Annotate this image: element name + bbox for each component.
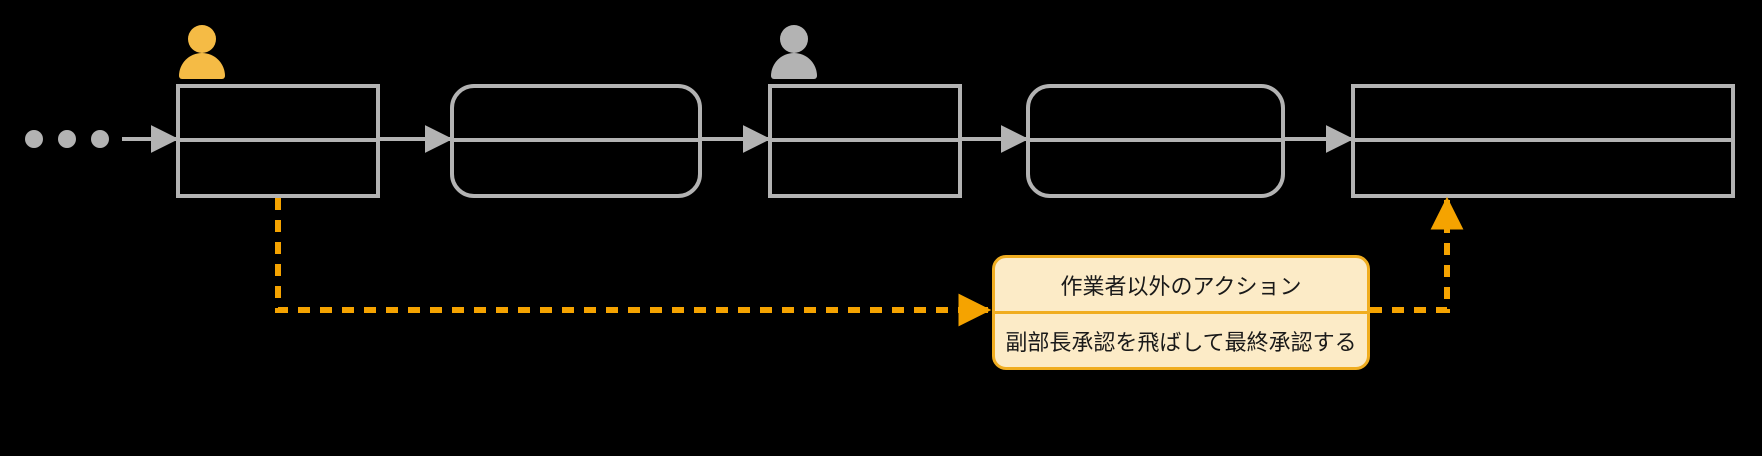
continuation-dots <box>25 130 109 148</box>
alt-flow-inbound <box>275 198 992 327</box>
actor-body-icon <box>771 53 817 79</box>
alt-action-callout-title: 作業者以外のアクション <box>995 258 1367 314</box>
actor-head-icon <box>188 25 216 53</box>
alt-action-callout-body: 副部長承認を飛ばして最終承認する <box>1005 329 1357 355</box>
alt-flow-outbound <box>1370 196 1464 313</box>
process-step-1[interactable] <box>176 84 380 198</box>
process-step-2[interactable] <box>450 84 702 198</box>
process-step-4[interactable] <box>1026 84 1285 198</box>
actor-body-icon <box>179 53 225 79</box>
alt-action-callout[interactable]: 作業者以外のアクション 副部長承認を飛ばして最終承認する <box>992 255 1370 370</box>
actor-icon-step-1 <box>176 25 228 83</box>
process-step-5[interactable] <box>1351 84 1735 198</box>
process-step-3[interactable] <box>768 84 962 198</box>
actor-icon-step-3 <box>768 25 820 83</box>
actor-head-icon <box>780 25 808 53</box>
